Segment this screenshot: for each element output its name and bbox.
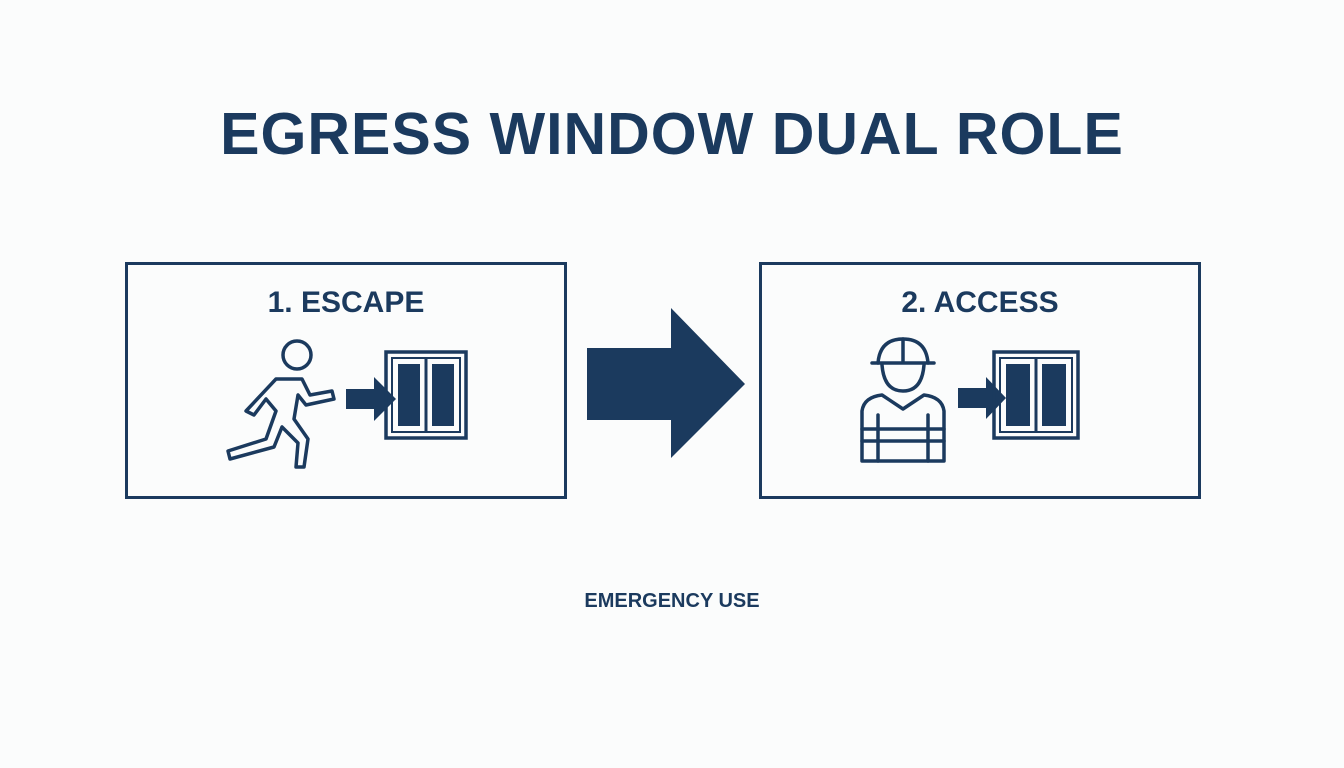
- footer-caption: EMERGENCY USE: [584, 590, 760, 612]
- firefighter-icon: [860, 337, 946, 463]
- running-person-icon: [226, 339, 336, 469]
- window-icon: [384, 350, 468, 440]
- access-label: 2. ACCESS: [901, 286, 1059, 319]
- large-arrow-right-icon: [587, 308, 745, 458]
- window-icon: [992, 350, 1080, 440]
- arrow-right-icon: [346, 377, 396, 421]
- access-panel: 2. ACCESS: [759, 262, 1201, 499]
- page-title: EGRESS WINDOW DUAL ROLE: [220, 101, 1124, 167]
- escape-label: 1. ESCAPE: [267, 286, 425, 319]
- escape-panel: 1. ESCAPE: [125, 262, 567, 499]
